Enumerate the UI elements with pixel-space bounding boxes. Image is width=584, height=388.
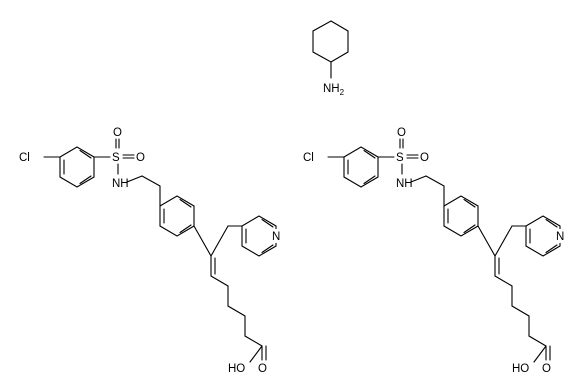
hexenoic-chain: [210, 275, 263, 347]
nh-label: NH: [112, 178, 129, 190]
sulfur-label: S: [396, 152, 404, 164]
chlorophenyl-ring: [343, 146, 379, 188]
amine-label: NH2: [323, 83, 345, 97]
carbonyl-oxygen-label: O: [542, 363, 551, 375]
chloro-label: Cl: [19, 152, 30, 164]
chlorophenyl-ring: [59, 146, 95, 188]
oxygen-label: O: [113, 127, 122, 139]
phenylene-ring: [443, 195, 479, 237]
cyclohexane-ring: [312, 20, 349, 63]
cyclohexylamine: NH2: [312, 20, 349, 97]
pyridine-nitrogen-label: N: [272, 231, 280, 243]
hexenoic-chain: [494, 275, 547, 347]
molecule-left: Cl S O O NH N: [19, 127, 282, 375]
pyridine-ring: [525, 215, 561, 257]
hydroxyl-label: HO: [512, 363, 529, 375]
molecule-right: Cl S O O NH N O HO: [303, 127, 566, 375]
hydroxyl-label: HO: [228, 363, 245, 375]
pyridine-ring: [241, 215, 277, 257]
nh-label: NH: [396, 178, 413, 190]
chloro-label: Cl: [303, 152, 314, 164]
oxygen-label: O: [136, 152, 145, 164]
pyridine-nitrogen-label: N: [556, 231, 564, 243]
oxygen-label: O: [420, 152, 429, 164]
phenylene-ring: [159, 195, 195, 237]
oxygen-label: O: [397, 127, 406, 139]
sulfur-label: S: [112, 152, 120, 164]
carbonyl-oxygen-label: O: [258, 363, 267, 375]
